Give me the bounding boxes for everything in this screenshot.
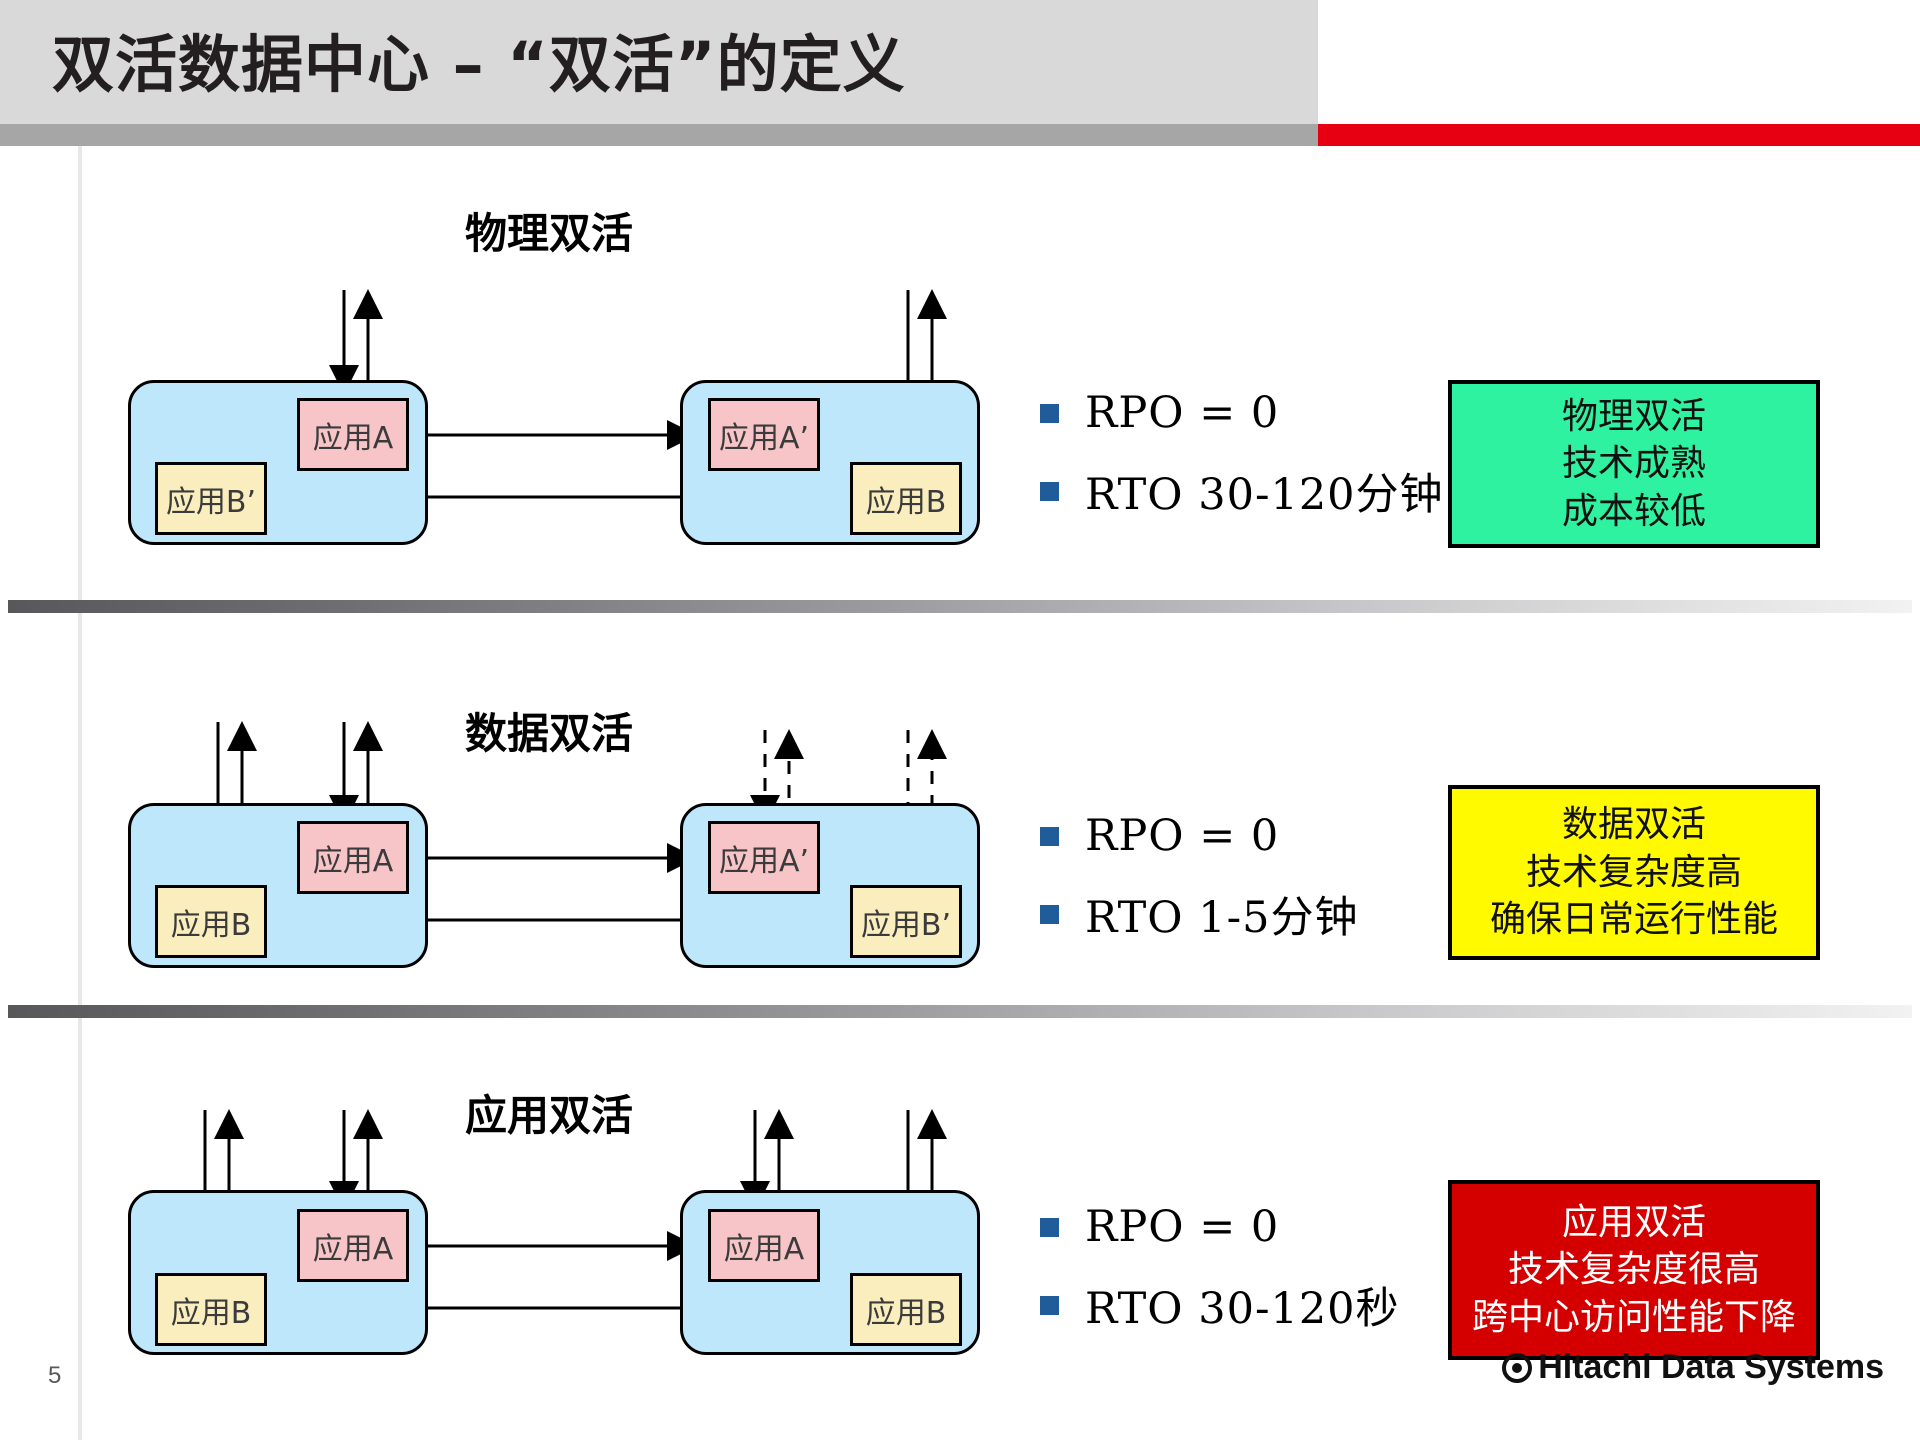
bullet-item: RTO 1-5分钟 bbox=[1040, 883, 1358, 945]
bullet-item: RPO = 0 bbox=[1040, 388, 1444, 438]
callout-line: 技术复杂度高 bbox=[1525, 851, 1742, 893]
callout-line: 成本较低 bbox=[1561, 490, 1706, 532]
bullets-data: RPO = 0 RTO 1-5分钟 bbox=[1040, 811, 1358, 967]
callout-line: 跨中心访问性能下降 bbox=[1471, 1296, 1796, 1338]
section-title-application: 应用双活 bbox=[465, 1091, 634, 1140]
bullet-label: RPO = 0 bbox=[1085, 388, 1280, 438]
bullet-label: RTO 30-120分钟 bbox=[1085, 470, 1444, 520]
callout-data: 数据双活 技术复杂度高 确保日常运行性能 bbox=[1448, 785, 1820, 960]
bullet-item: RPO = 0 bbox=[1040, 1202, 1400, 1252]
callout-line: 物理双活 bbox=[1561, 395, 1706, 437]
bullet-label: RPO = 0 bbox=[1085, 1202, 1280, 1252]
callout-line: 确保日常运行性能 bbox=[1489, 899, 1778, 941]
callout-line: 应用双活 bbox=[1561, 1201, 1706, 1243]
page-number: 5 bbox=[48, 1362, 62, 1389]
section-divider-1 bbox=[8, 600, 1912, 613]
appbox-right-b-data: 应用B’ bbox=[850, 885, 962, 958]
appbox-left-a-data: 应用A bbox=[297, 821, 409, 894]
appbox-right-b-physical: 应用B bbox=[850, 462, 962, 535]
hitachi-logo-panel: HITACHI Inspire the Next bbox=[1318, 0, 1920, 124]
appbox-right-a-data: 应用A’ bbox=[708, 821, 820, 894]
bullet-square-icon bbox=[1040, 1295, 1059, 1315]
appbox-left-b-data: 应用B bbox=[155, 885, 267, 958]
footer-brand-label: Hitachi Data Systems bbox=[1538, 1348, 1884, 1386]
hitachi-circle-icon bbox=[1502, 1352, 1533, 1383]
appbox-right-a-application: 应用A bbox=[708, 1209, 820, 1282]
section-divider-2 bbox=[8, 1005, 1912, 1018]
bullet-square-icon bbox=[1040, 481, 1059, 501]
callout-line: 数据双活 bbox=[1561, 804, 1706, 846]
slide-header: 双活数据中心 – “双活”的定义 HITACHI Inspire the Nex… bbox=[0, 0, 1920, 124]
page-title: 双活数据中心 – “双活”的定义 bbox=[52, 28, 906, 101]
callout-application: 应用双活 技术复杂度很高 跨中心访问性能下降 bbox=[1448, 1180, 1820, 1360]
appbox-left-a-application: 应用A bbox=[297, 1209, 409, 1282]
bullet-item: RTO 30-120分钟 bbox=[1040, 460, 1444, 522]
bullet-label: RTO 1-5分钟 bbox=[1085, 893, 1359, 943]
appbox-right-a-physical: 应用A’ bbox=[708, 398, 820, 471]
appbox-right-b-application: 应用B bbox=[850, 1273, 962, 1346]
header-rule-red bbox=[1318, 124, 1920, 146]
appbox-left-a-physical: 应用A bbox=[297, 398, 409, 471]
header-rule-gray bbox=[0, 124, 1318, 146]
bullet-item: RTO 30-120秒 bbox=[1040, 1274, 1400, 1336]
bullet-square-icon bbox=[1040, 1217, 1059, 1237]
callout-line: 技术成熟 bbox=[1561, 443, 1706, 485]
bullet-item: RPO = 0 bbox=[1040, 811, 1358, 861]
callout-physical: 物理双活 技术成熟 成本较低 bbox=[1448, 380, 1820, 548]
bullet-square-icon bbox=[1040, 403, 1059, 423]
footer-brand: Hitachi Data Systems bbox=[1502, 1348, 1884, 1387]
bullets-application: RPO = 0 RTO 30-120秒 bbox=[1040, 1202, 1400, 1358]
section-title-data: 数据双活 bbox=[465, 709, 634, 758]
bullet-label: RPO = 0 bbox=[1085, 811, 1280, 861]
appbox-left-b-physical: 应用B’ bbox=[155, 462, 267, 535]
bullets-physical: RPO = 0 RTO 30-120分钟 bbox=[1040, 388, 1444, 544]
section-title-physical: 物理双活 bbox=[465, 209, 634, 258]
bullet-label: RTO 30-120秒 bbox=[1085, 1284, 1400, 1334]
callout-line: 技术复杂度很高 bbox=[1507, 1249, 1760, 1291]
bullet-square-icon bbox=[1040, 904, 1059, 924]
bullet-square-icon bbox=[1040, 826, 1059, 846]
appbox-left-b-application: 应用B bbox=[155, 1273, 267, 1346]
left-margin-rule bbox=[78, 146, 82, 1440]
